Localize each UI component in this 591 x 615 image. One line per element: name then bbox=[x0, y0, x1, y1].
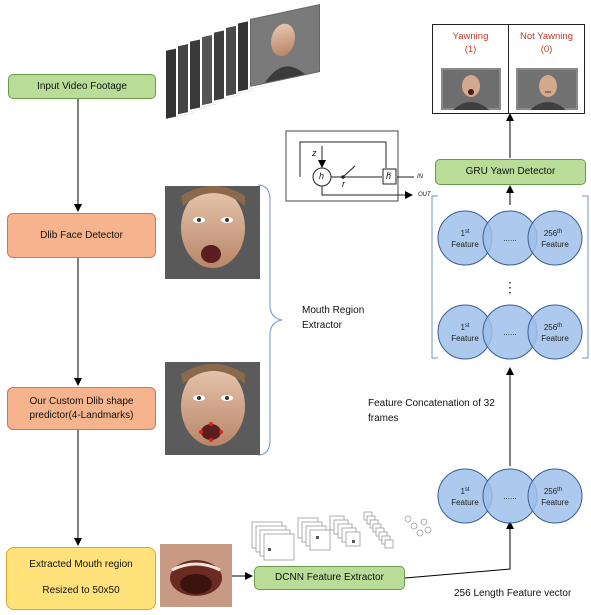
not-yawning-output: Not Yawning (0) bbox=[509, 25, 584, 113]
extracted-mouth-region-label-1: Extracted Mouth region bbox=[29, 559, 133, 570]
input-video-footage-box: Input Video Footage bbox=[8, 74, 156, 99]
custom-shape-predictor-box: Our Custom Dlib shape predictor(4-Landma… bbox=[7, 387, 156, 430]
not-yawning-photo bbox=[516, 68, 578, 110]
dcnn-network-sketch bbox=[251, 511, 432, 561]
not-yawning-title: Not Yawning bbox=[520, 31, 573, 42]
dcnn-feature-extractor-label: DCNN Feature Extractor bbox=[275, 572, 384, 583]
output-panel: Yawning (1) Not Yawning (0) bbox=[432, 24, 585, 114]
gru-cell-z: z bbox=[312, 148, 317, 158]
yawning-photo bbox=[441, 68, 501, 110]
extracted-mouth-region-box: Extracted Mouth region Resized to 50x50 bbox=[6, 547, 156, 610]
mid-last-number: 256th bbox=[544, 323, 562, 332]
arrow-dcnn-to-features bbox=[404, 521, 514, 579]
feature-concatenation-line1: Feature Concatenation of 32 bbox=[368, 398, 495, 409]
video-frames-stack bbox=[164, 1, 322, 122]
concat-bracket-right bbox=[582, 195, 589, 359]
dcnn-feature-extractor-box: DCNN Feature Extractor bbox=[254, 566, 405, 590]
top-first-word: Feature bbox=[451, 240, 479, 249]
bottom-middle-dots: ...... bbox=[503, 492, 516, 501]
top-circle-3 bbox=[527, 210, 583, 266]
extracted-mouth-region-label-2: Resized to 50x50 bbox=[42, 585, 120, 596]
yawning-title: Yawning bbox=[452, 31, 489, 42]
face-photo-landmarks bbox=[165, 362, 260, 455]
vertical-dots: ⋮ bbox=[503, 279, 517, 295]
mouth-region-extractor-line2: Extractor bbox=[302, 320, 343, 331]
gru-cell-h-tilde: h̃ bbox=[386, 171, 392, 181]
top-first-number: 1st bbox=[460, 229, 469, 238]
gru-yawn-detector-box: GRU Yawn Detector bbox=[435, 159, 586, 185]
mid-middle-dots: ...... bbox=[503, 328, 516, 337]
mid-circle-3 bbox=[527, 304, 583, 360]
gru-cell-r: r bbox=[342, 179, 345, 189]
top-middle-dots: ...... bbox=[503, 234, 516, 243]
face-photo-detected bbox=[165, 186, 260, 279]
mouth-crop-photo bbox=[160, 544, 232, 607]
mouth-region-extractor-line1: Mouth Region bbox=[302, 305, 365, 316]
bottom-circle-3 bbox=[527, 468, 583, 524]
feature-concatenation-line2: frames bbox=[368, 413, 399, 424]
gru-cell-out: OUT bbox=[418, 192, 431, 198]
concat-bracket-left bbox=[431, 195, 438, 359]
top-last-number: 256th bbox=[544, 229, 562, 238]
gru-cell-h: h bbox=[319, 171, 325, 181]
bottom-last-number: 256th bbox=[544, 487, 562, 496]
mid-first-number: 1st bbox=[460, 323, 469, 332]
gru-cell-in: IN bbox=[417, 174, 423, 180]
dlib-face-detector-box: Dlib Face Detector bbox=[7, 213, 156, 258]
mid-last-word: Feature bbox=[541, 334, 569, 343]
input-video-footage-label: Input Video Footage bbox=[37, 80, 127, 92]
mouth-region-extractor-label: Mouth Region Extractor bbox=[302, 303, 364, 333]
bottom-last-word: Feature bbox=[541, 498, 569, 507]
feature-concatenation-label: Feature Concatenation of 32 frames bbox=[368, 396, 495, 426]
dlib-face-detector-label: Dlib Face Detector bbox=[40, 229, 123, 241]
gru-yawn-detector-label: GRU Yawn Detector bbox=[465, 166, 556, 177]
gru-cell-diagram bbox=[285, 130, 414, 202]
feature-vector-label: 256 Length Feature vector bbox=[454, 588, 572, 599]
bottom-first-number: 1st bbox=[460, 487, 469, 496]
mouth-extractor-brace bbox=[257, 184, 283, 456]
yawning-value: (1) bbox=[464, 44, 477, 55]
yawning-output: Yawning (1) bbox=[433, 25, 509, 113]
bottom-first-word: Feature bbox=[451, 498, 479, 507]
mid-first-word: Feature bbox=[451, 334, 479, 343]
not-yawning-value: (0) bbox=[540, 44, 553, 55]
top-last-word: Feature bbox=[541, 240, 569, 249]
custom-shape-predictor-label-2: predictor(4-Landmarks) bbox=[29, 409, 134, 421]
custom-shape-predictor-label-1: Our Custom Dlib shape bbox=[29, 395, 134, 407]
